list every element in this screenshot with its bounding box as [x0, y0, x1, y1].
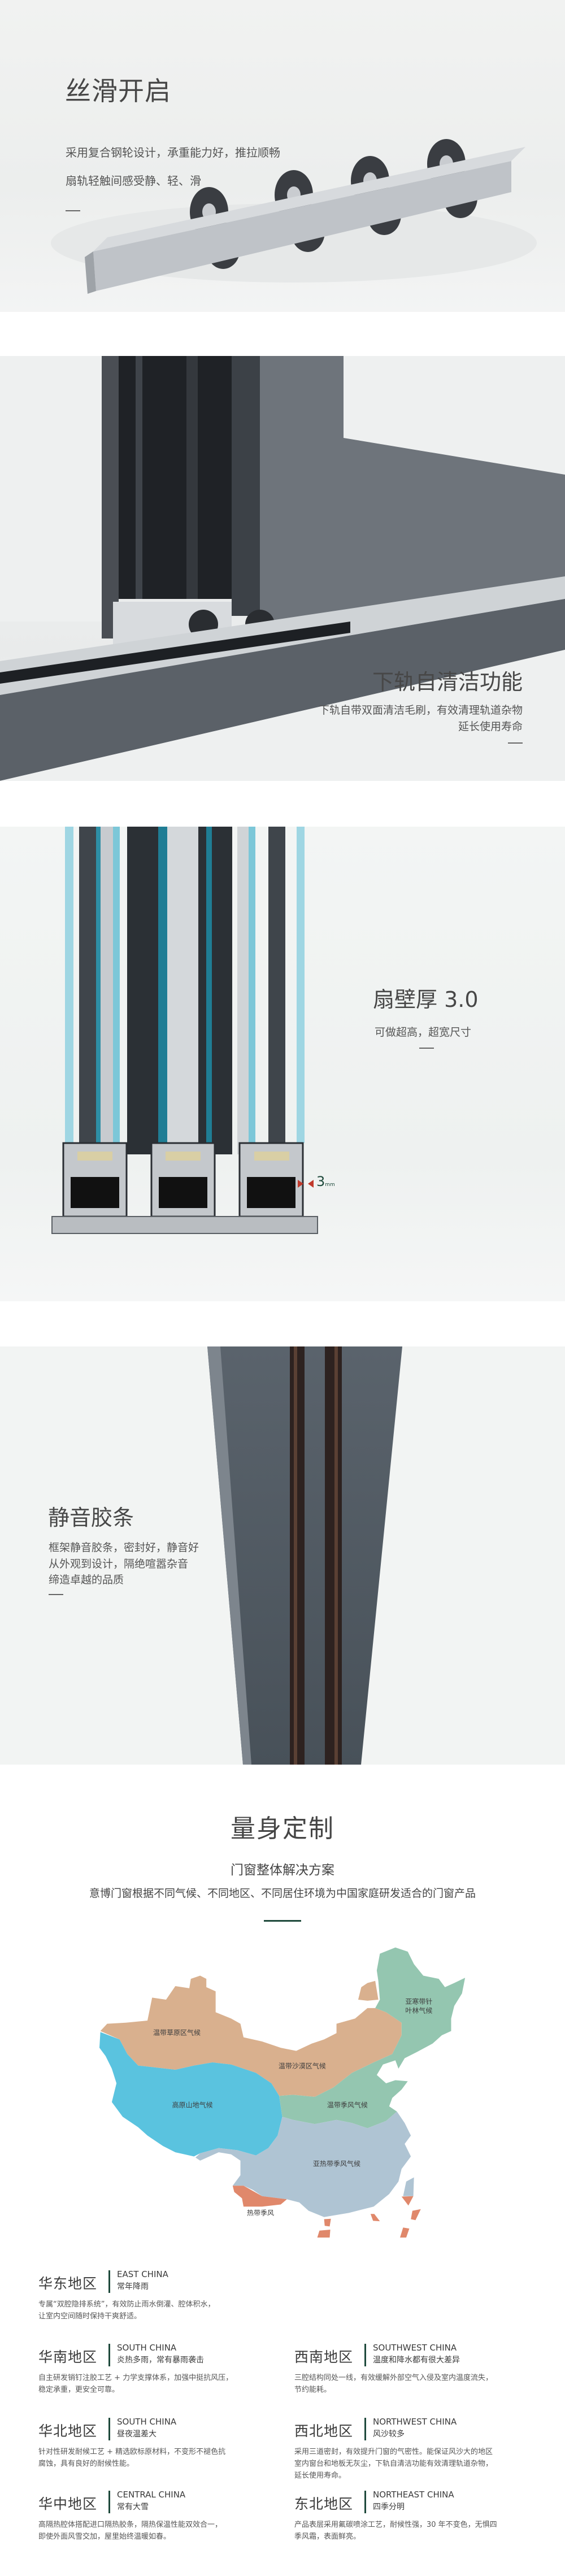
region-subtropical — [195, 2111, 411, 2217]
map-label-subtropical: 亚热带季风气候 — [312, 2160, 361, 2167]
region-divider — [364, 2491, 366, 2513]
wall-thickness-title: 扇壁厚 3.0 — [373, 987, 479, 1012]
custom-title: 量身定制 — [231, 1814, 334, 1843]
region-body-line: 三腔结构同处一线，有效缓解外部空气入侵及室内温度流失， — [294, 2374, 493, 2382]
silent-seal-title: 静音胶条 — [48, 1505, 134, 1530]
region-english-name: NORTHWEST CHINA — [373, 2417, 457, 2427]
china-climate-map: 温带草原区气候 温带沙漠区气候 亚寒带针 叶林气候 高原山地气候 温带季风气候 … — [45, 1910, 531, 2238]
region-divider — [108, 2270, 110, 2293]
region-plateau — [99, 2032, 282, 2157]
region-divider — [108, 2344, 110, 2366]
custom-subtitle: 门窗整体解决方案 — [231, 1863, 334, 1878]
region-name: 东北地区 — [294, 2496, 354, 2512]
smooth-line-2: 扇轨轻触间感受静、轻、滑 — [66, 174, 201, 188]
roller-assembly-illustration — [51, 139, 537, 294]
map-label-plateau: 高原山地气候 — [172, 2101, 213, 2109]
region-divider — [108, 2491, 110, 2513]
region-name: 华东地区 — [38, 2275, 98, 2292]
smooth-opening-section: 丝滑开启 采用复合钢轮设计，承重能力好，推拉顺畅 扇轨轻触间感受静、轻、滑 — [0, 0, 565, 312]
region-body-line: 针对性研发耐候工艺 + 精选欧标原材料，不变形不褪色抗 — [38, 2448, 226, 2456]
profile-cross-section-illustration — [51, 827, 318, 1234]
sash-wall-thickness-section: 3mm 扇壁厚 3.0 可做超高，超宽尺寸 — [0, 827, 565, 1301]
region-monsoon — [279, 1947, 466, 2128]
region-body-line: 节约能耗。 — [294, 2386, 332, 2394]
divider-dash — [49, 1594, 63, 1595]
map-label-tropical: 热带季风 — [246, 2209, 274, 2217]
region-climate: 四季分明 — [373, 2503, 405, 2512]
region-english-name: EAST CHINA — [117, 2269, 168, 2279]
smooth-title: 丝滑开启 — [65, 76, 171, 106]
map-label-grassland: 温带草原区气候 — [153, 2028, 201, 2037]
dimension-unit: mm — [325, 1182, 335, 1188]
region-climate: 温度和降水都有很大差异 — [373, 2356, 460, 2365]
wall-thickness-line-1: 可做超高，超宽尺寸 — [375, 1026, 472, 1039]
self-cleaning-line-2: 延长使用寿命 — [458, 720, 523, 733]
silent-seal-section: 静音胶条 框架静音胶条，密封好，静音好 从外观到设计，隔绝喧嚣杂音 缔造卓越的品… — [0, 1346, 565, 1765]
region-body-line: 自主研发销钉注胶工艺 + 力学支撑体系，加强中挺抗风压， — [38, 2374, 233, 2382]
divider-dash — [508, 742, 523, 744]
self-cleaning-line-1: 下轨自带双面清洁毛刷，有效清理轨道杂物 — [318, 704, 523, 716]
region-divider — [364, 2418, 366, 2440]
region-body-line: 腐蚀，具有良好的耐候性能。 — [38, 2460, 134, 2468]
climate-map-shapes — [99, 1947, 466, 2238]
smooth-line-1: 采用复合钢轮设计，承重能力好，推拉顺畅 — [66, 146, 280, 159]
region-climate: 炎热多雨，常有暴雨袭击 — [117, 2356, 204, 2365]
region-name: 西北地区 — [294, 2423, 354, 2439]
wall-thickness-dimension: 3mm — [316, 1174, 335, 1189]
region-name: 华北地区 — [38, 2423, 98, 2439]
region-english-name: SOUTH CHINA — [117, 2343, 177, 2353]
divider-dash — [66, 210, 80, 211]
region-english-name: SOUTHWEST CHINA — [373, 2343, 457, 2353]
region-divider — [108, 2418, 110, 2440]
silent-seal-line-3: 缔造卓越的品质 — [49, 1574, 124, 1586]
seal-strip-illustration — [207, 1346, 402, 1765]
region-climate: 风沙较多 — [373, 2430, 405, 2439]
region-english-name: SOUTH CHINA — [117, 2417, 177, 2427]
title-divider — [264, 1920, 301, 1922]
region-climate: 昼夜温差大 — [117, 2430, 157, 2439]
map-label-subarctic-1: 亚寒带针 — [405, 1997, 433, 2006]
region-divider — [364, 2344, 366, 2366]
region-body-line: 季风霜，表面鲜亮。 — [294, 2532, 361, 2541]
divider-dash — [419, 1048, 434, 1049]
self-cleaning-title: 下轨自清洁功能 — [372, 670, 523, 694]
region-climate: 常有大雪 — [117, 2503, 149, 2512]
bottom-track-illustration — [0, 356, 565, 781]
region-name: 华南地区 — [38, 2349, 98, 2365]
map-label-desert: 温带沙漠区气候 — [278, 2062, 326, 2070]
region-english-name: CENTRAL CHINA — [117, 2490, 186, 2500]
self-cleaning-section: 下轨自清洁功能 下轨自带双面清洁毛刷，有效清理轨道杂物 延长使用寿命 — [0, 356, 565, 781]
region-english-name: NORTHEAST CHINA — [373, 2490, 454, 2500]
region-body-line: 室内窗台和地板无灰尘，下轨自清洁功能有效清理轨道杂物， — [294, 2460, 493, 2468]
region-body-line: 让室内空间随时保持干爽舒适。 — [38, 2312, 142, 2321]
silent-seal-line-1: 框架静音胶条，密封好，静音好 — [49, 1541, 199, 1554]
map-label-temperate-monsoon: 温带季风气候 — [327, 2101, 368, 2109]
dimension-value: 3 — [316, 1174, 325, 1189]
custom-description: 意博门窗根据不同气候、不同地区、不同居住环境为中国家庭研发适合的门窗产品 — [89, 1887, 476, 1900]
region-body-line: 即使外面风雪交加，屋里始终温暖如春。 — [38, 2532, 171, 2541]
region-name: 华中地区 — [38, 2496, 98, 2512]
region-temperate-grassland-desert — [100, 1975, 402, 2097]
silent-seal-line-2: 从外观到设计，隔绝喧嚣杂音 — [49, 1558, 189, 1570]
region-tropical — [232, 2186, 421, 2238]
region-body-line: 采用三道密封，有效提升门窗的气密性。能保证风沙大的地区 — [294, 2448, 493, 2456]
region-body-line: 专属“双腔隐排系统”，有效防止雨水倒灌、腔体积水， — [38, 2300, 215, 2309]
region-name: 西南地区 — [294, 2349, 354, 2365]
region-body-line: 产品表层采用氟碳喷涂工艺，耐候性强，30 年不变色，无惧四 — [294, 2521, 497, 2529]
region-body-line: 高隔热腔体搭配进口隔热胶条，隔热保温性能双效合一， — [38, 2521, 223, 2529]
region-climate: 常年降雨 — [117, 2282, 149, 2291]
region-body-line: 稳定承重，更安全可靠。 — [38, 2386, 120, 2394]
region-body-line: 延长使用寿命。 — [294, 2471, 346, 2480]
map-label-subarctic-2: 叶林气候 — [405, 2006, 433, 2015]
